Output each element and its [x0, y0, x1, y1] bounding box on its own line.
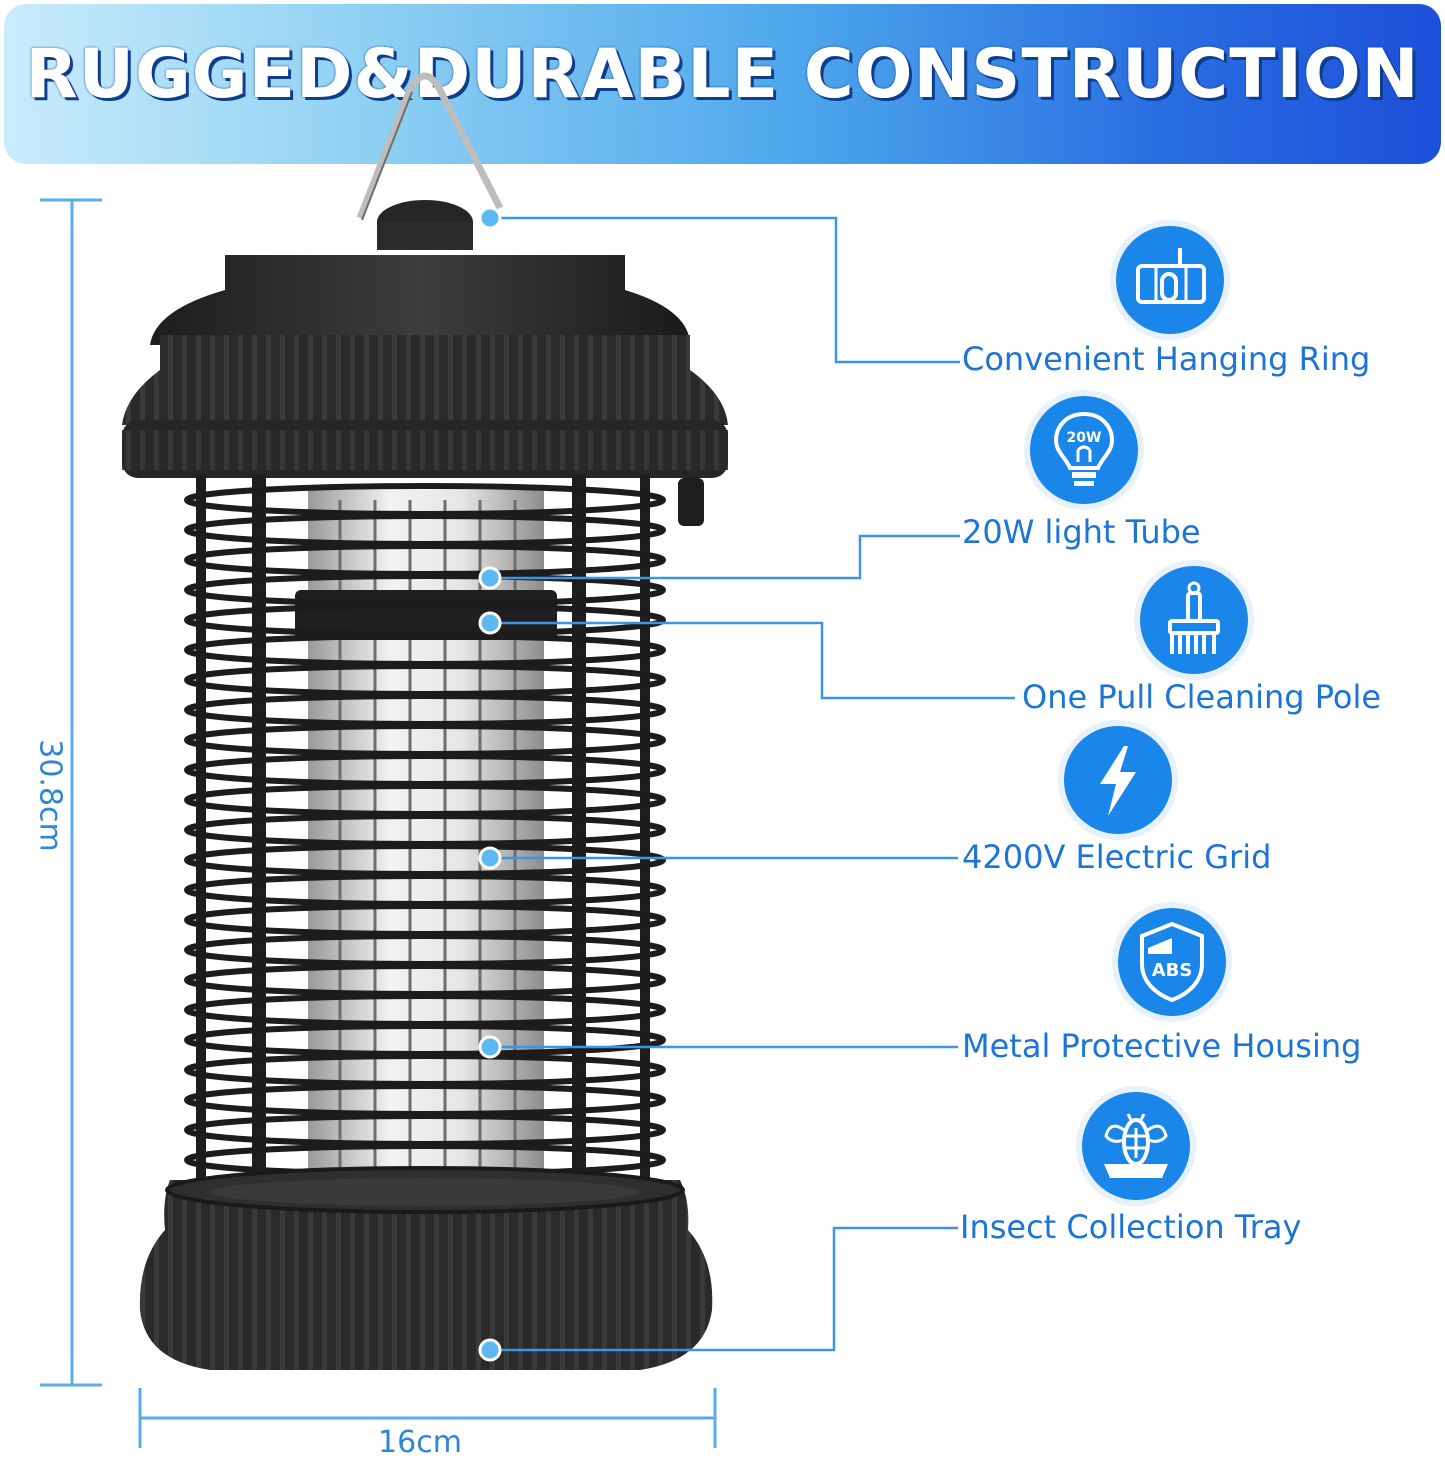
feature-label-light-tube: 20W light Tube: [962, 513, 1201, 551]
feature-label-hanging-ring: Convenient Hanging Ring: [962, 340, 1371, 378]
hanging-ring-icon: [1116, 226, 1224, 334]
page-title: RUGGED&DURABLE CONSTRUCTION: [25, 35, 1420, 114]
height-label: 30.8cm: [32, 739, 68, 852]
feature-label-cleaning-pole: One Pull Cleaning Pole: [1022, 678, 1382, 716]
abs-text: ABS: [1152, 960, 1193, 981]
electric-grid: [184, 483, 666, 1177]
feature-label-electric-grid: 4200V Electric Grid: [962, 838, 1272, 876]
top-cap: [150, 255, 690, 345]
feature-label-protective-housing: Metal Protective Housing: [962, 1027, 1362, 1065]
insect-collection-tray: [139, 1180, 713, 1370]
feature-label-collection-tray: Insect Collection Tray: [960, 1208, 1302, 1246]
width-label: 16cm: [378, 1425, 462, 1460]
brush-icon: [1140, 566, 1248, 674]
lightning-icon: [1064, 726, 1172, 834]
height-dimension-line: [40, 198, 102, 1387]
bulb-20w-icon: 20W: [1030, 396, 1138, 504]
bulb-20w-text: 20W: [1067, 430, 1102, 446]
insect-tray-icon: [1082, 1092, 1190, 1200]
hanging-ring: [356, 72, 504, 220]
abs-shield-icon: ABS: [1118, 908, 1226, 1016]
width-dimension-line: [138, 1388, 717, 1448]
title-banner: [4, 4, 1441, 164]
